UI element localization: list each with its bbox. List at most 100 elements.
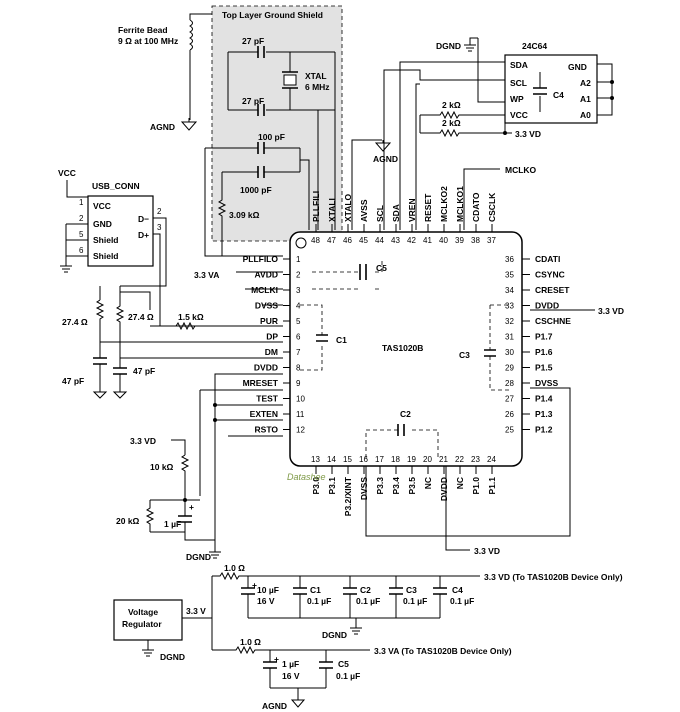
ic-right-pin-name: P1.7: [535, 332, 553, 342]
ra-resistor: [212, 645, 370, 655]
vd-label-left: 3.3 VD: [130, 436, 156, 446]
a-cap0-v2: 16 V: [282, 671, 300, 681]
vd-label-bottom: 3.3 VD: [474, 546, 500, 556]
ic-left-pin-num: 6: [296, 333, 301, 342]
eeprom-name: 24C64: [522, 41, 547, 51]
ic-right-pin-name: CRESET: [535, 285, 570, 295]
ic-bottom-pin-num: 23: [471, 455, 480, 464]
ic-left-pin-num: 12: [296, 426, 305, 435]
a-cap0-plus: +: [274, 654, 279, 664]
agnd-symbol-1: [180, 121, 198, 131]
ic-right-pin-name: CDATI: [535, 254, 560, 264]
ic-top-pin-num: 46: [343, 236, 352, 245]
d-cap2-v1: 0.1 µF: [356, 596, 380, 606]
eeprom-pin-a1: A1: [580, 94, 591, 104]
dgnd-symbol-reset: [209, 551, 221, 559]
dgnd-label-reg: DGND: [160, 652, 185, 662]
reset-r2-label: 20 kΩ: [116, 516, 140, 526]
reset-r1-label: 10 kΩ: [150, 462, 174, 472]
ic-bottom-pin-num: 19: [407, 455, 416, 464]
ic-name: TAS1020B: [382, 343, 423, 353]
d-cap3-n: C3: [406, 585, 417, 595]
ic-cap-c2: C2: [400, 409, 411, 419]
ic-top-pin-num: 44: [375, 236, 384, 245]
usb-pin5-num: 5: [79, 230, 84, 239]
ic-left-pin-num: 1: [296, 255, 301, 264]
ic-pin1-marker: [295, 237, 307, 249]
ic-body: [289, 231, 523, 467]
eeprom-pin-scl: SCL: [510, 78, 527, 88]
ic-left-pin-num: 4: [296, 302, 301, 311]
d-cap0-v1: 10 µF: [257, 585, 279, 595]
ic-bottom-pin-name: P3.0: [311, 477, 321, 495]
agnd-label-power: AGND: [262, 701, 287, 711]
eeprom-pin-vcc: VCC: [510, 110, 528, 120]
ic-top-pin-num: 40: [439, 236, 448, 245]
ic-left-pin-num: 9: [296, 379, 301, 388]
usb-pin2-name: GND: [93, 219, 112, 229]
ic-left-pin-num: 7: [296, 348, 301, 357]
dgnd-label-power: DGND: [322, 630, 347, 640]
eeprom-r1: [420, 110, 505, 120]
ic-top-pin-name: CSCLK: [487, 192, 497, 222]
ic-bottom-pin-name: P1.0: [471, 477, 481, 495]
ic-right-pin-name: DVDD: [535, 301, 559, 311]
ic-cap-c3: C3: [459, 350, 470, 360]
ic-left-pin-num: 3: [296, 286, 301, 295]
dgnd-symbol-eeprom: [464, 44, 476, 52]
ic-bottom-pin-num: 18: [391, 455, 400, 464]
ic-top-pin-num: 42: [407, 236, 416, 245]
ic-top-pin-name: CDATO: [471, 192, 481, 222]
eeprom-pin-sda: SDA: [510, 60, 528, 70]
ic-bottom-pin-num: 16: [359, 455, 368, 464]
xtal-body: [283, 74, 297, 86]
mclko-label: MCLKO: [505, 165, 537, 175]
shield-title: Top Layer Ground Shield: [222, 10, 323, 20]
agnd-label-2: AGND: [373, 154, 398, 164]
d-cap1-v1: 0.1 µF: [307, 596, 331, 606]
ic-bottom-pin-num: 14: [327, 455, 336, 464]
ic-left-pin-name: EXTEN: [250, 409, 278, 419]
ic-bottom-pin-name: DVSS: [359, 477, 369, 500]
usb-r3: [150, 321, 215, 331]
usb-c2-label: 47 pF: [133, 366, 155, 376]
ic-left-pin-name: DM: [265, 347, 278, 357]
ic-left-pin-name: RSTO: [255, 425, 279, 435]
ic-cap-c5: C5: [376, 263, 387, 273]
xtal-cap-bot-label: 27 pF: [242, 96, 264, 106]
a-cap1-v1: 0.1 µF: [336, 671, 360, 681]
ic-bottom-pin-name: P3.1: [327, 477, 337, 495]
agnd-symbol-power: [290, 699, 306, 708]
usb-pin-dp-num: 3: [157, 223, 162, 232]
ic-top-pin-num: 43: [391, 236, 400, 245]
va-rail-label: 3.3 VA (To TAS1020B Device Only): [374, 646, 512, 656]
eeprom-cap-label: C4: [553, 90, 564, 100]
ic-top-pin-name: XTALI: [327, 198, 337, 222]
usb-vcc-label: VCC: [58, 168, 76, 178]
eeprom-pin-gnd: GND: [568, 62, 587, 72]
ic-left-pin-name: MRESET: [243, 378, 279, 388]
d-cap1-n: C1: [310, 585, 321, 595]
ic-left-pin-name: MCLKI: [251, 285, 278, 295]
ic-bottom-pin-num: 17: [375, 455, 384, 464]
eeprom-pin-wp: WP: [510, 94, 524, 104]
xtal-freq: 6 MHz: [305, 82, 330, 92]
a-cap0-v1: 1 µF: [282, 659, 299, 669]
ic-top-pin-name: RESET: [423, 193, 433, 222]
ic-cap-c1: C1: [336, 335, 347, 345]
ic-right-pin-num: 29: [505, 364, 514, 373]
ic-right-pin-num: 25: [505, 426, 514, 435]
eeprom-r1-label: 2 kΩ: [442, 100, 461, 110]
a-cap1-n: C5: [338, 659, 349, 669]
ic-bottom-pin-name: DVDD: [439, 477, 449, 501]
ic-right-pin-name: P1.6: [535, 347, 553, 357]
ic-top-pin-num: 45: [359, 236, 368, 245]
ic-top-pin-num: 37: [487, 236, 496, 245]
ic-bottom-pin-name: NC: [455, 477, 465, 489]
ic-bottom-pin-name: P1.1: [487, 477, 497, 495]
dgnd-symbol-reg: [142, 649, 154, 657]
eeprom-vd-label: 3.3 VD: [515, 129, 541, 139]
ic-bottom-pin-num: 15: [343, 455, 352, 464]
ic-right-pin-name: P1.2: [535, 425, 553, 435]
